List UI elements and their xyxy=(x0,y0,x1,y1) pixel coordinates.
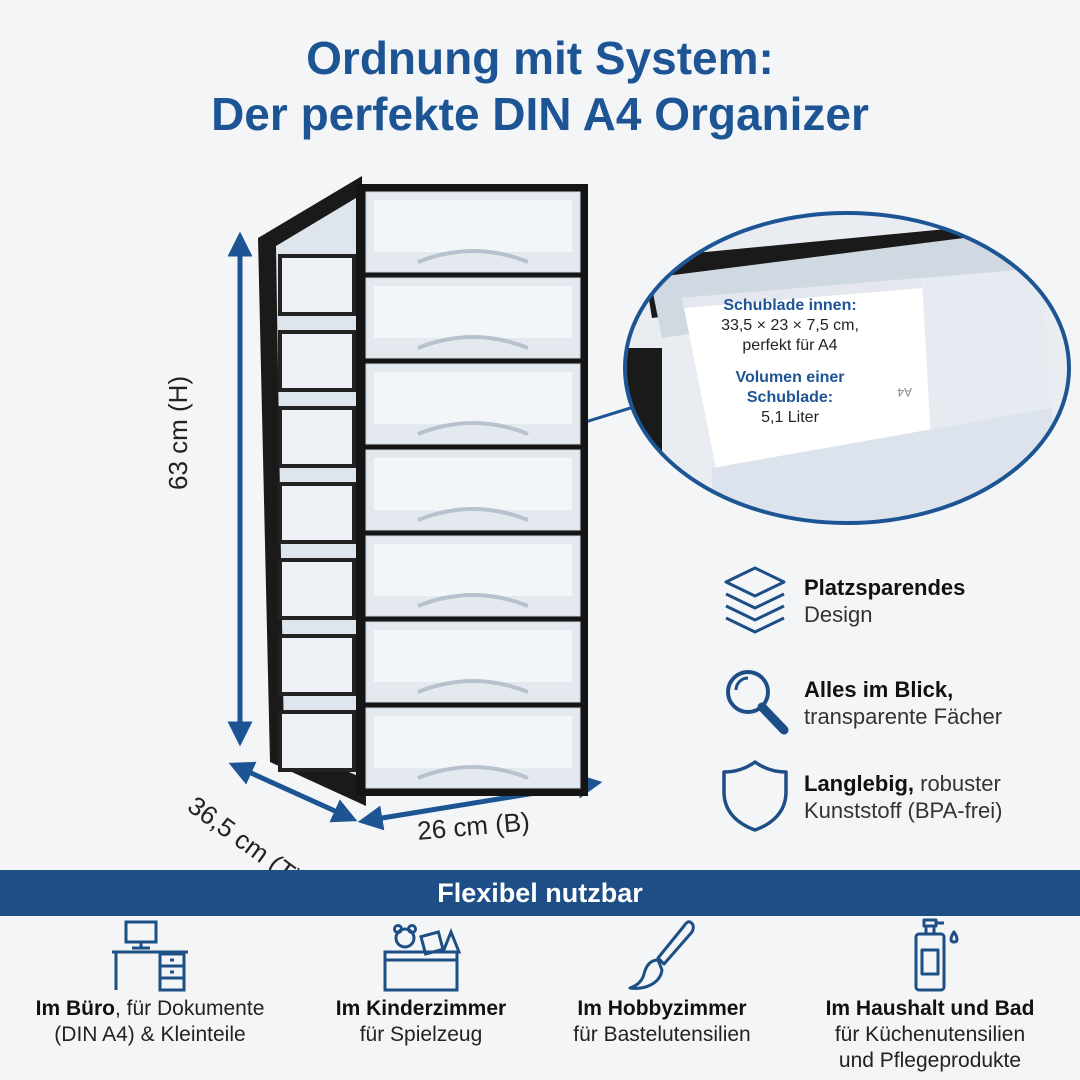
desk-icon xyxy=(112,920,188,992)
layers-icon xyxy=(724,566,786,634)
use-item-household-bath: Im Haushalt und Bad für Küchenutensilien… xyxy=(784,918,1076,1074)
cabinet-side-slot xyxy=(278,406,356,468)
depth-arrow xyxy=(228,761,358,823)
cabinet-side-slot xyxy=(278,710,356,772)
feature-line-2: Kunststoff (BPA-frei) xyxy=(804,798,1003,823)
cabinet-side-slot xyxy=(278,330,356,392)
volume-value: 5,1 Liter xyxy=(761,409,819,426)
feature-bold-text: Alles im Blick, xyxy=(804,677,954,702)
use-bold-text: Im Haushalt und Bad xyxy=(825,997,1035,1020)
magnifier-icon xyxy=(726,670,789,735)
use-bold-text: Im Hobbyzimmer xyxy=(577,997,747,1020)
inner-size-value: 33,5 × 23 × 7,5 cm, xyxy=(721,317,859,334)
use-item-kids-room: Im Kinderzimmer für Spielzeug xyxy=(300,918,542,1048)
cabinet-drawer xyxy=(365,621,581,703)
feature-bold-text: Langlebig, xyxy=(804,771,914,796)
drawer-cabinet-image xyxy=(258,176,588,806)
cabinet-drawer xyxy=(365,277,581,359)
toybox-icon xyxy=(383,924,462,992)
flexible-use-banner: Flexibel nutzbar xyxy=(0,870,1080,916)
use-line-2: (DIN A4) & Kleinteile xyxy=(54,1023,246,1046)
use-bold-text: Im Büro xyxy=(35,997,115,1020)
feature-item-durable: Langlebig, robuster Kunststoff (BPA-frei… xyxy=(712,758,1072,838)
soap-dispenser-icon xyxy=(914,918,959,992)
page-title: Ordnung mit System: Der perfekte DIN A4 … xyxy=(0,30,1080,142)
drawer-zoom-circle: A4 xyxy=(623,211,1071,525)
cabinet-drawer xyxy=(365,191,581,273)
use-item-hobby-room: Im Hobbyzimmer für Bastelutensilien xyxy=(544,918,780,1048)
feature-bold-text: Platzsparendes xyxy=(804,575,966,600)
use-line-3: und Pflegeprodukte xyxy=(838,1049,1022,1072)
cabinet-side-slot xyxy=(278,634,356,696)
feature-item-visibility: Alles im Blick, transparente Fächer xyxy=(712,664,1072,744)
volume-label-line-1: Volumen einer xyxy=(735,369,845,386)
use-line-2: für Bastelutensilien xyxy=(573,1023,751,1046)
title-line-2: Der perfekte DIN A4 Organizer xyxy=(211,88,869,140)
feature-item-space-saving: Platzsparendes Design xyxy=(712,562,1072,642)
cabinet-drawer xyxy=(365,449,581,531)
cabinet-drawer xyxy=(365,535,581,617)
paper-a4-label: A4 xyxy=(897,385,912,399)
volume-label-line-2: Schublade: xyxy=(746,389,834,406)
cabinet-side-slot xyxy=(278,254,356,316)
paintbrush-icon xyxy=(628,920,695,990)
drawer-info: Schublade innen: 33,5 × 23 × 7,5 cm, per… xyxy=(680,296,900,428)
cabinet-side-slot xyxy=(278,558,356,620)
use-list: Im Büro, für Dokumente (DIN A4) & Kleint… xyxy=(0,918,1080,1080)
inner-size-label: Schublade innen: xyxy=(723,297,857,314)
cabinet-drawer xyxy=(365,707,581,789)
cabinet-side-slot xyxy=(278,482,356,544)
title-line-1: Ordnung mit System: xyxy=(306,32,774,84)
use-rest-text: , für Dokumente xyxy=(114,997,265,1020)
use-bold-text: Im Kinderzimmer xyxy=(335,997,507,1020)
feature-line-2: Design xyxy=(804,602,873,627)
use-item-office: Im Büro, für Dokumente (DIN A4) & Kleint… xyxy=(4,918,296,1048)
use-line-2: für Spielzeug xyxy=(359,1023,483,1046)
shield-icon xyxy=(722,760,788,832)
height-dimension-label: 63 cm (H) xyxy=(162,375,193,490)
feature-rest-text: robuster xyxy=(914,771,1001,796)
inner-size-note: perfekt für A4 xyxy=(742,337,838,354)
feature-line-2: transparente Fächer xyxy=(804,704,1003,729)
use-line-2: für Küchenutensilien xyxy=(834,1023,1026,1046)
cabinet-drawer xyxy=(365,363,581,445)
